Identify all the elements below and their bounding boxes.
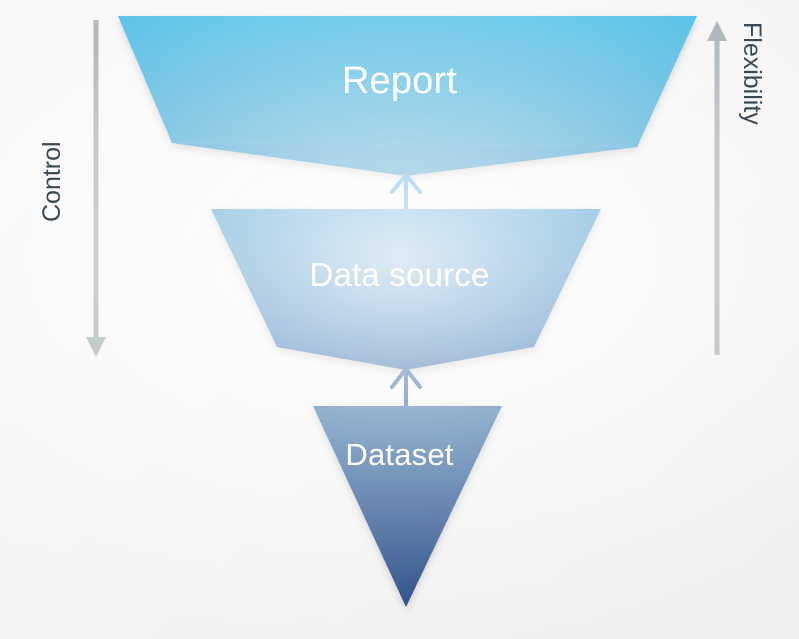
report-label: Report: [341, 60, 458, 102]
connector-dataset-to-data-source: [390, 367, 422, 406]
report-fold-band: [172, 143, 637, 176]
data-source-fold-band: [277, 347, 534, 370]
connector-data-source-to-report: [390, 173, 422, 211]
dataset-shape: [313, 406, 502, 607]
dataset-label: Dataset: [345, 437, 454, 472]
funnel-stage-report[interactable]: [118, 16, 697, 176]
data-source-label: Data source: [309, 256, 490, 293]
funnel-stage-dataset[interactable]: [313, 406, 502, 607]
report-shape: [118, 16, 697, 147]
control-axis-arrow: [86, 20, 106, 357]
flexibility-axis-arrow: [707, 21, 727, 355]
funnel-stage-data-source[interactable]: [211, 209, 601, 370]
data-source-shape: [211, 209, 601, 347]
flexibility-axis-label: Flexibility: [738, 22, 766, 125]
control-axis-label: Control: [38, 141, 66, 222]
